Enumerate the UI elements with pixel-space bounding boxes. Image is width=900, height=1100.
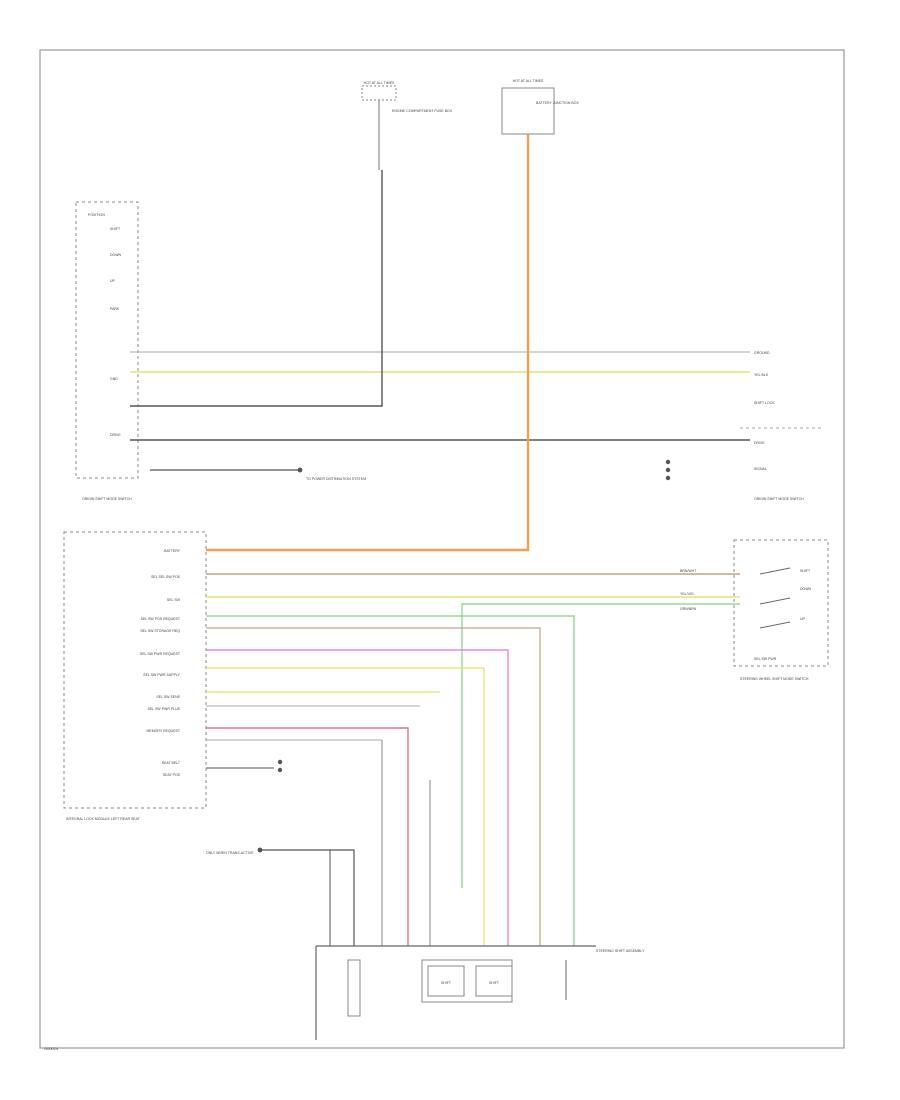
shift-assembly-label: STEERING SHIFT ASSEMBLY: [596, 949, 645, 953]
right-mid-label: ORIGIN SHIFT MODE SWITCH: [754, 497, 804, 501]
fuse-right-hot-label: HOT AT ALL TIMES: [513, 79, 544, 83]
module-pin: SEL SW PWR PLUS: [148, 707, 181, 711]
module-pin: SEL SW PWR REQUEST: [140, 652, 181, 656]
switch-pin: DRIVE: [110, 433, 121, 437]
switch-pin-list: SHIFT DOWN UP PARK GND DRIVE: [110, 227, 122, 437]
steering-shift-assembly: SHIFT SHIFT STEERING SHIFT ASSEMBLY: [315, 945, 645, 1040]
module-name: INTEGRAL LOCK MODULE LEFT REAR SEAT: [66, 817, 141, 821]
integral-lock-module: INTEGRAL LOCK MODULE LEFT REAR SEAT BATT…: [63, 531, 207, 821]
fuse-left-hot-label: HOT AT ALL TIMES: [364, 81, 395, 85]
right-wire-label: YEL/VIO: [680, 592, 694, 596]
module-pin: BATTERY: [164, 549, 180, 553]
to-power-distribution: TO POWER DISTRIBUTION SYSTEM: [306, 477, 366, 481]
right-group-label: DRIVE: [754, 441, 765, 445]
switch-pin: DOWN: [110, 253, 122, 257]
module-wires: ONLY WHEN TRANS-ACTIVE: [206, 134, 740, 946]
diagram-frame: [39, 49, 845, 1049]
right-group-label: YEL BLK: [754, 373, 769, 377]
module-pin: SEL SW STORAGE REQ: [140, 629, 180, 633]
switch-pin: PARK: [110, 307, 120, 311]
module-pin: SEL SEL SW POS: [151, 575, 181, 579]
module-pin: SEL SW: [167, 598, 181, 602]
right-terminals: GROUND YEL BLK SHIFT LOCK DRIVE SIGNAL O…: [665, 351, 822, 501]
module-pin: SEAT BELT: [162, 761, 181, 765]
fuse-block-right: HOT AT ALL TIMES BATTERY JUNCTION BOX: [501, 79, 579, 135]
module-pin: SEL SW POS REQUEST: [141, 617, 181, 621]
module-pin-list: BATTERY SEL SEL SW POS SEL SW SEL SW POS…: [140, 549, 181, 777]
shift-mode-switch: POSITION ORIGIN SHIFT MODE SWITCH SHIFT …: [75, 201, 139, 501]
right-box-pin: DOWN: [800, 587, 812, 591]
module-pin: SEL SW PWR SUPPLY: [143, 673, 180, 677]
switch-wires: TO POWER DISTRIBUTION SYSTEM: [130, 170, 750, 481]
right-wire-label: BRN/WHT: [680, 569, 697, 573]
right-wire-label: GRN/BRN: [680, 607, 697, 611]
right-box-pin: SHIFT: [800, 569, 811, 573]
fuse-block-left: HOT AT ALL TIMES ENGINE COMPARTMENT FUSE…: [361, 81, 453, 170]
right-box-pin: SEL SW PWR: [754, 657, 777, 661]
switch-name: ORIGIN SHIFT MODE SWITCH: [82, 497, 132, 501]
switch-top-label: POSITION: [88, 213, 105, 217]
module-pin: SEAT POS: [163, 773, 181, 777]
bottom-box-label: SHIFT: [441, 981, 452, 985]
switch-pin: SHIFT: [110, 227, 121, 231]
module-pin: SEL SW SENS: [156, 695, 180, 699]
bottom-box-label: SHIFT: [489, 981, 500, 985]
page-ref: G00014: [44, 1046, 59, 1051]
fuse-right-desc: BATTERY JUNCTION BOX: [536, 101, 579, 105]
ground-left-label: ONLY WHEN TRANS-ACTIVE: [206, 851, 254, 855]
switch-pin: GND: [110, 377, 118, 381]
fuse-left-desc: ENGINE COMPARTMENT FUSE BOX: [392, 109, 453, 113]
right-box-name: STEERING WHEEL SHIFT MODE SWITCH: [740, 677, 809, 681]
right-box-pin: UP: [800, 617, 806, 621]
right-group-label: SIGNAL: [754, 467, 767, 471]
switch-pin: UP: [110, 279, 116, 283]
steering-wheel-switch: STEERING WHEEL SHIFT MODE SWITCH SHIFT D…: [680, 539, 829, 681]
module-pin: MEMORY REQUEST: [146, 729, 180, 733]
right-group-label: GROUND: [754, 351, 770, 355]
right-group-label: SHIFT LOCK: [754, 401, 775, 405]
